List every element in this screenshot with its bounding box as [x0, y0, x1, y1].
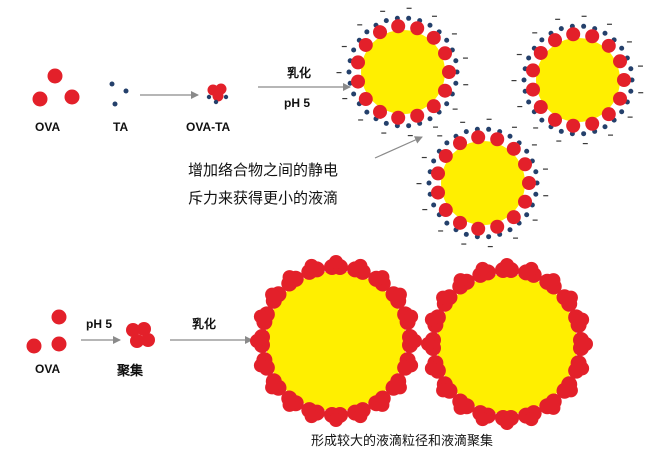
- emulsify-label-top: 乳化: [287, 66, 312, 80]
- ova-protein-icon: [26, 309, 67, 354]
- ova-ta-complex-icon: [206, 83, 229, 105]
- bottom-caption: 形成较大的液滴粒径和液滴聚集: [311, 433, 494, 448]
- ph5-label-top: pH 5: [284, 96, 311, 110]
- ova-label-bottom: OVA: [35, 362, 61, 376]
- charged-droplet-icon: [511, 15, 644, 145]
- annotation-line2: 斥力来获得更小的液滴: [188, 190, 339, 207]
- ph5-label-bottom: pH 5: [86, 317, 113, 331]
- ova-label-top: OVA: [35, 120, 61, 134]
- charged-droplet-icon: [336, 7, 469, 137]
- aggregated-droplet-icon: [421, 258, 593, 430]
- annotation-line1: 增加络合物之间的静电: [188, 162, 339, 179]
- aggregate-label: 聚集: [117, 363, 144, 378]
- ova-protein-icon: [32, 68, 80, 107]
- ta-molecule-icon: [109, 81, 129, 107]
- ova-ta-label: OVA-TA: [186, 120, 231, 134]
- charged-droplet-icon: [416, 118, 549, 248]
- aggregated-droplet-icon: [250, 255, 422, 427]
- emulsify-label-bottom: 乳化: [192, 317, 217, 331]
- arrow-annotation: [374, 136, 423, 159]
- ova-aggregate-icon: [126, 322, 155, 348]
- ta-label: TA: [113, 120, 129, 134]
